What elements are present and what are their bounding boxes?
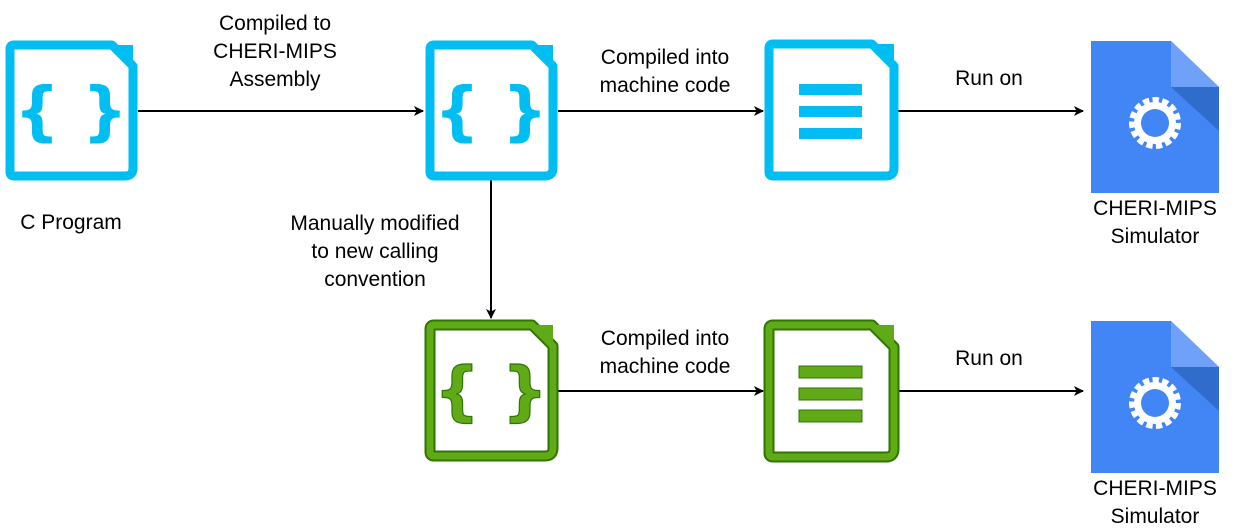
svg-text:{ }: { } <box>14 75 127 149</box>
simulator-bottom-node: CHERI-MIPS Simulator <box>1091 321 1219 528</box>
simulator-top-label-line1: CHERI-MIPS <box>1093 197 1217 220</box>
simulator-top-node: CHERI-MIPS Simulator <box>1091 41 1219 248</box>
edge-label-line: Run on <box>955 67 1023 90</box>
edge-label-line: to new calling <box>311 240 438 263</box>
gear-icon <box>1129 377 1181 429</box>
gear-icon <box>1129 97 1181 149</box>
modified-assembly-file-node: { } <box>424 319 559 462</box>
gear-file-icon <box>1091 41 1219 193</box>
simulator-top-label-line2: Simulator <box>1111 225 1200 248</box>
edge-label-compile-to-machine-bottom: Compiled into machine code <box>600 327 731 378</box>
edge-label-line: CHERI-MIPS <box>213 40 337 63</box>
edge-label-line: convention <box>324 268 426 291</box>
code-file-icon: { } <box>5 40 138 181</box>
assembly-file-node: { } <box>425 40 558 181</box>
document-lines-icon <box>764 39 899 181</box>
edge-label-line: Compiled to <box>219 12 331 35</box>
edge-label-line: Compiled into <box>601 46 729 69</box>
edge-label-compile-to-assembly: Compiled to CHERI-MIPS Assembly <box>213 12 337 91</box>
c-program-node: { } C Program <box>5 40 138 234</box>
svg-text:{ }: { } <box>434 75 547 149</box>
edge-label-run-on-top: Run on <box>955 67 1023 90</box>
edge-label-line: Assembly <box>229 68 321 91</box>
gear-file-icon <box>1091 321 1219 473</box>
document-lines-icon <box>763 319 900 463</box>
edge-label-manual-modification: Manually modified to new calling convent… <box>290 212 459 291</box>
svg-text:{ }: { } <box>434 355 547 429</box>
c-program-label: C Program <box>20 211 122 234</box>
edge-label-line: Run on <box>955 347 1023 370</box>
edge-label-line: machine code <box>600 355 731 378</box>
edge-label-line: machine code <box>600 74 731 97</box>
machine-code-top-node <box>764 39 899 181</box>
machine-code-bottom-node <box>763 319 900 463</box>
simulator-bottom-label-line2: Simulator <box>1111 505 1200 528</box>
edge-label-run-on-bottom: Run on <box>955 347 1023 370</box>
code-file-icon: { } <box>425 40 558 181</box>
code-file-icon: { } <box>424 319 559 462</box>
edge-label-compile-to-machine-top: Compiled into machine code <box>600 46 731 97</box>
edge-label-line: Manually modified <box>290 212 459 235</box>
edge-label-line: Compiled into <box>601 327 729 350</box>
simulator-bottom-label-line1: CHERI-MIPS <box>1093 477 1217 500</box>
